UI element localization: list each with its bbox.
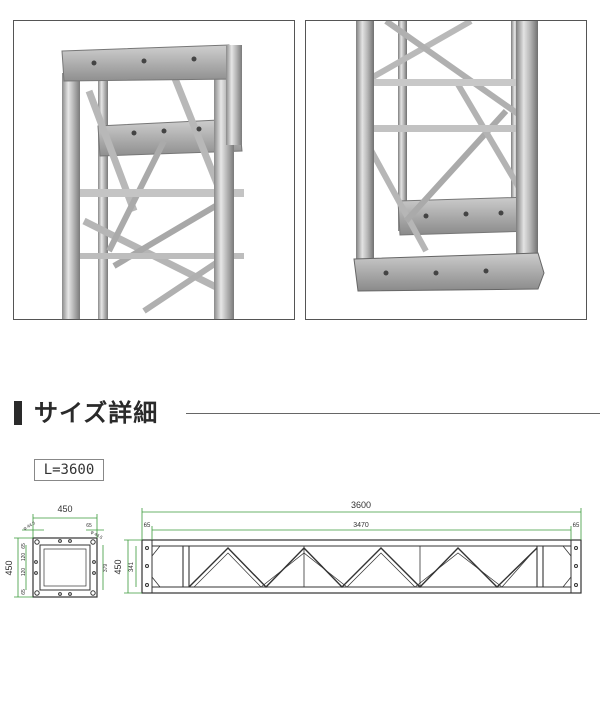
size-details-heading: サイズ詳細 xyxy=(14,396,600,432)
side-view-dimensions: 3600 3470 65 65 450 341 xyxy=(113,500,580,575)
truss-top-photo xyxy=(13,20,295,320)
heading-rule xyxy=(186,413,600,414)
truss-bottom-photo xyxy=(305,20,587,320)
end-bolt-2-label: φ 44.5 xyxy=(90,529,104,540)
side-height-label: 450 xyxy=(113,559,123,574)
length-label: L=3600 xyxy=(34,459,104,481)
side-inner-height-label: 341 xyxy=(129,561,135,572)
end-margin-right-label: 65 xyxy=(573,523,580,529)
heading-marker xyxy=(14,401,22,425)
end-view xyxy=(32,537,98,598)
end-small-2-label: 120 xyxy=(21,553,27,562)
end-view-dimensions: 450 450 65 120 120 65 379 65 φ 44.5 φ 44… xyxy=(4,504,109,595)
truss-technical-drawing: 450 450 65 120 120 65 379 65 φ 44.5 φ 44… xyxy=(4,500,582,598)
end-corner-right-label: 65 xyxy=(86,523,92,529)
section-title: サイズ詳細 xyxy=(34,399,159,427)
side-view xyxy=(141,539,582,594)
end-corner-left-label: 65 xyxy=(21,589,27,595)
end-bolt-1-label: φ 44.5 xyxy=(22,520,36,531)
end-small-1-label: 120 xyxy=(21,568,27,577)
end-height-label: 450 xyxy=(4,560,14,575)
inner-length-label: 3470 xyxy=(353,522,369,529)
end-margin-left-label: 65 xyxy=(144,523,151,529)
overall-length-label: 3600 xyxy=(351,500,371,510)
end-width-label: 450 xyxy=(57,504,72,514)
end-small-3-label: 65 xyxy=(21,543,27,549)
end-inner-right-label: 379 xyxy=(103,564,109,573)
